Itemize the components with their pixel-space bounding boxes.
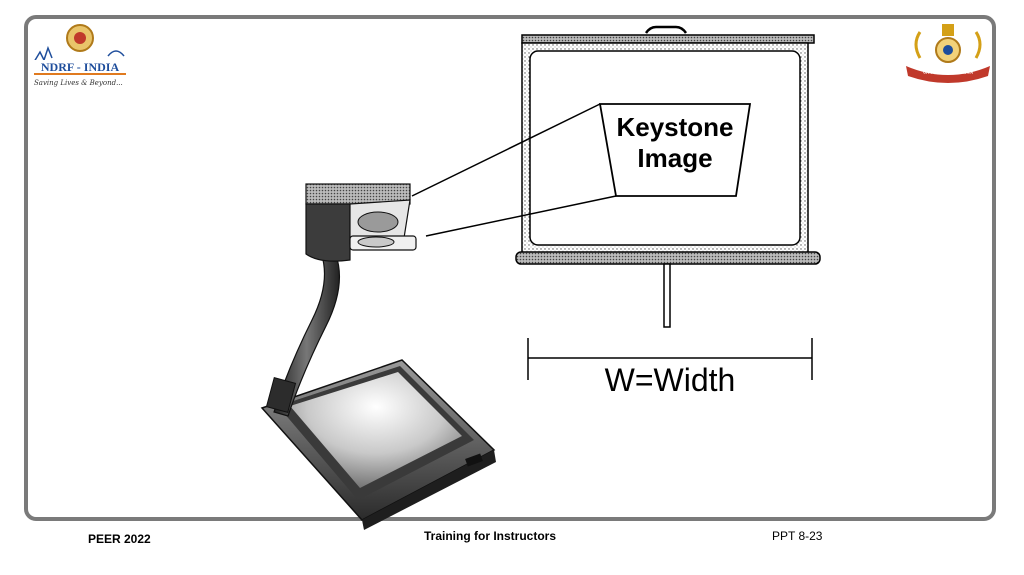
projector-arm-joint <box>265 377 297 413</box>
projection-ray-bottom <box>425 195 617 237</box>
keystone-label-line2: Image <box>637 143 713 173</box>
ndrf-tagline: Saving Lives & Beyond... <box>34 79 123 87</box>
projection-ray-top <box>411 103 601 197</box>
emblem-ribbon-text: आपदा सेवा सदैव सर्वत्र <box>923 68 974 76</box>
overhead-projector <box>260 183 496 530</box>
width-label: W=Width <box>604 362 736 398</box>
projector-switch <box>465 453 483 467</box>
footer-center: Training for Instructors <box>424 529 557 543</box>
ndrf-emblem-icon: NDRF - INDIA Saving Lives & Beyond... <box>32 24 128 87</box>
slide-frame <box>24 15 996 521</box>
emblem-logo: आपदा सेवा सदैव सर्वत्र <box>902 22 994 84</box>
projector-arm <box>273 249 341 417</box>
screen-case <box>515 251 821 265</box>
national-emblem-icon: आपदा सेवा सदैव सर्वत्र <box>906 24 990 83</box>
ndrf-title: NDRF - INDIA <box>41 60 120 74</box>
footer-left: PEER 2022 <box>88 532 151 546</box>
screen-stand <box>663 263 671 328</box>
width-dimension <box>527 338 813 380</box>
keystone-label-line1: Keystone <box>616 112 734 142</box>
projector-head-body <box>305 203 351 262</box>
keystone-image-label: Keystone Image <box>600 112 750 174</box>
keystone-trapezoid <box>598 103 752 197</box>
ndrf-logo: NDRF - INDIA Saving Lives & Beyond... <box>30 22 130 88</box>
screen-top-bar <box>521 34 815 44</box>
footer-page-number: PPT 8-23 <box>772 529 823 543</box>
projector-stage <box>290 372 462 488</box>
